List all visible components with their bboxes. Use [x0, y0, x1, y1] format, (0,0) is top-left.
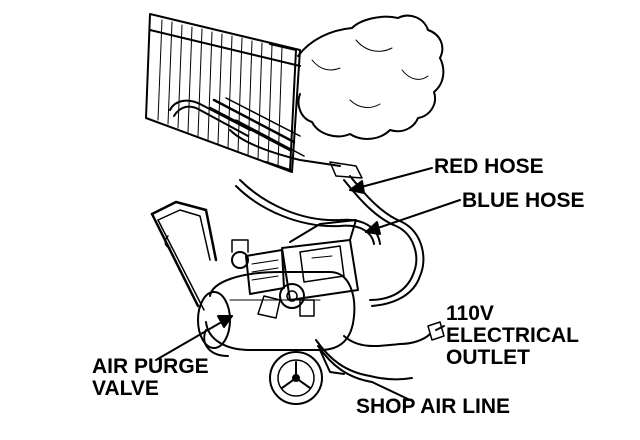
shop-air-line-text: SHOP AIR LINE — [356, 396, 510, 418]
electrical-outlet-label: 110V ELECTRICAL OUTLET — [446, 303, 579, 369]
red-hose-label: RED HOSE — [434, 156, 544, 178]
blue-hose — [344, 176, 423, 306]
red-hose-arrowhead — [350, 181, 364, 193]
power-cord — [344, 322, 444, 346]
blue-hose-text: BLUE HOSE — [462, 190, 585, 212]
outlet-line-3: OUTLET — [446, 347, 579, 369]
engine-block — [298, 16, 443, 139]
air-purge-line-2: VALVE — [92, 378, 209, 400]
radiator — [146, 14, 300, 172]
shop-air-line-label: SHOP AIR LINE — [356, 396, 510, 418]
blue-hose-label: BLUE HOSE — [462, 190, 585, 212]
outlet-line-1: 110V — [446, 303, 579, 325]
outlet-line-2: ELECTRICAL — [446, 325, 579, 347]
air-purge-valve-label: AIR PURGE VALVE — [92, 356, 209, 400]
blue-hose-arrowhead — [366, 222, 380, 234]
red-hose-text: RED HOSE — [434, 156, 544, 178]
air-purge-line-1: AIR PURGE — [92, 356, 209, 378]
